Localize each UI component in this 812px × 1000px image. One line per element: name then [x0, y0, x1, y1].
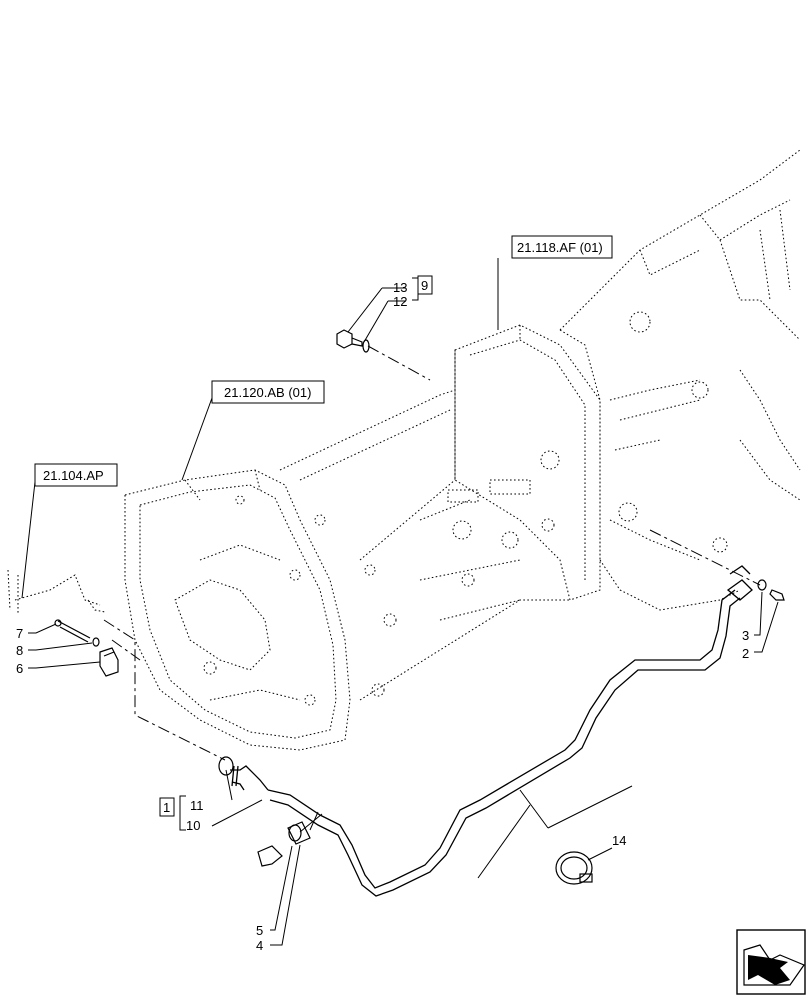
- callout-7: 7: [16, 626, 23, 641]
- assembly-lines: [103, 345, 761, 761]
- next-page-arrow-icon[interactable]: [736, 929, 806, 995]
- reference-21-104-ap[interactable]: 21.104.AP: [34, 463, 118, 487]
- callout-9-box[interactable]: 9: [417, 275, 433, 295]
- pipe-assembly: [230, 565, 753, 897]
- callout-1-box[interactable]: 1: [159, 797, 175, 817]
- callout-4: 4: [256, 938, 263, 953]
- callout-14: 14: [612, 833, 626, 848]
- callout-9: 9: [421, 278, 428, 293]
- callout-5: 5: [256, 923, 263, 938]
- reference-label: 21.120.AB (01): [224, 385, 311, 400]
- callout-12: 12: [393, 294, 407, 309]
- leader-lines: [21, 258, 779, 946]
- transmission-housing: [7, 149, 801, 751]
- callout-8: 8: [16, 643, 23, 658]
- callout-2: 2: [742, 646, 749, 661]
- small-parts: [54, 329, 785, 885]
- callout-13: 13: [393, 280, 407, 295]
- callout-6: 6: [16, 661, 23, 676]
- callout-1: 1: [163, 800, 170, 815]
- callouts: 13 12 9 7 8 6 3 2 1 11 10 5 4 14: [16, 275, 749, 953]
- reference-label: 21.104.AP: [43, 468, 104, 483]
- callout-10: 10: [186, 818, 200, 833]
- reference-21-118-af[interactable]: 21.118.AF (01): [511, 235, 613, 259]
- reference-21-120-ab[interactable]: 21.120.AB (01): [211, 380, 325, 404]
- reference-label: 21.118.AF (01): [517, 240, 603, 255]
- callout-3: 3: [742, 628, 749, 643]
- callout-11: 11: [190, 798, 204, 813]
